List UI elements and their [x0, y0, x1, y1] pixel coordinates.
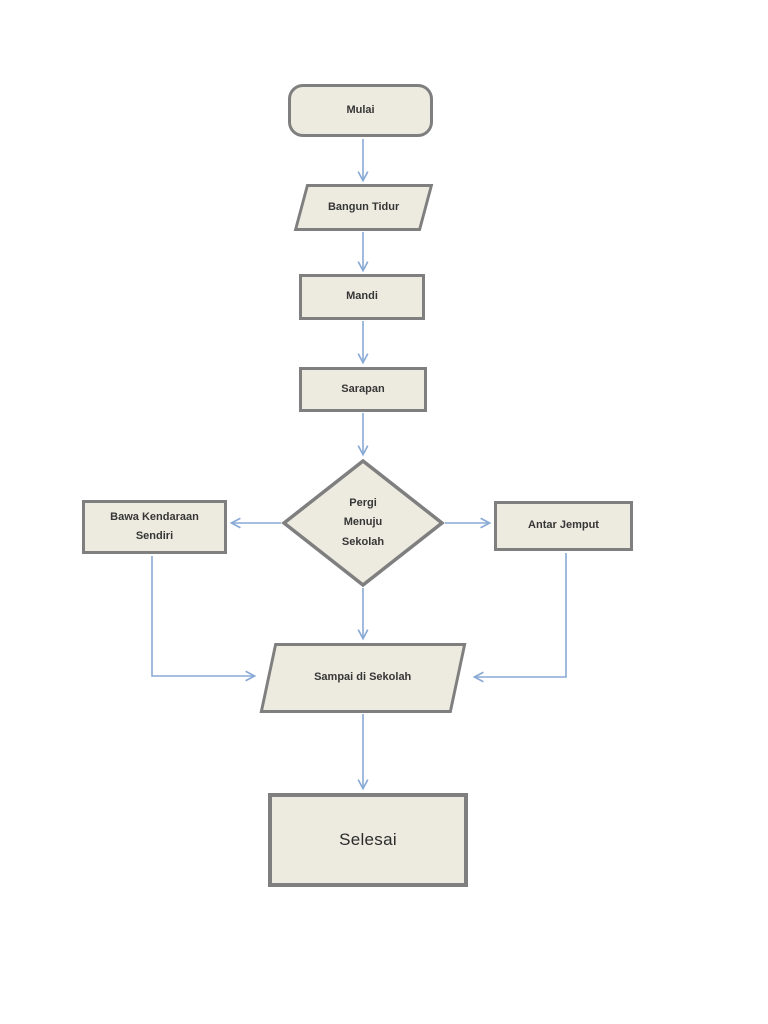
start-node-label: Mulai	[346, 103, 375, 116]
edge-shuttle-arrive	[472, 553, 567, 683]
end-node-label: Selesai	[339, 830, 397, 850]
bath-node-label: Mandi	[346, 290, 378, 303]
own-vehicle-node-label: Bawa Kendaraan Sendiri	[110, 510, 199, 542]
edge-ownvehicle-arrive	[151, 556, 257, 682]
bath-node: Mandi	[299, 274, 425, 320]
decision-diamond-shape	[281, 459, 445, 587]
breakfast-node: Sarapan	[299, 367, 427, 412]
end-node: Selesai	[268, 793, 468, 887]
shuttle-node-label: Antar Jemput	[528, 519, 599, 532]
shuttle-node: Antar Jemput	[494, 501, 633, 551]
arrive-node-label: Sampai di Sekolah	[314, 671, 412, 684]
breakfast-node-label: Sarapan	[341, 382, 385, 395]
decision-node-label: Pergi Menuju Sekolah	[341, 497, 385, 548]
start-node: Mulai	[288, 84, 433, 137]
decision-node: Pergi Menuju Sekolah	[281, 459, 445, 587]
wake-node: Bangun Tidur	[293, 184, 434, 231]
arrive-node: Sampai di Sekolah	[259, 643, 467, 713]
wake-node-label: Bangun Tidur	[327, 200, 400, 213]
own-vehicle-node: Bawa Kendaraan Sendiri	[82, 500, 227, 554]
